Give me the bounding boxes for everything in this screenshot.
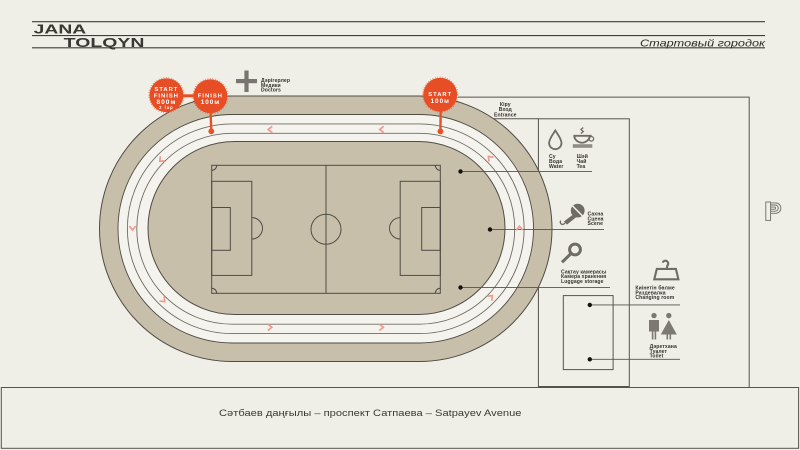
svg-text:Changing room: Changing room	[635, 295, 674, 301]
svg-text:Scene: Scene	[588, 221, 604, 227]
svg-text:Кіру: Кіру	[500, 102, 511, 108]
svg-text:START: START	[154, 87, 178, 93]
svg-text:Сцена: Сцена	[588, 216, 604, 222]
svg-text:Tea: Tea	[577, 164, 586, 170]
svg-text:Toilet: Toilet	[650, 354, 664, 360]
svg-text:800м: 800м	[156, 99, 176, 106]
svg-text:Туалет: Туалет	[650, 349, 668, 355]
svg-text:START: START	[428, 92, 452, 98]
svg-text:Вода: Вода	[549, 159, 562, 165]
svg-text:Дәрігерлер: Дәрігерлер	[261, 78, 290, 84]
svg-text:Water: Water	[549, 164, 563, 170]
svg-text:JANA: JANA	[34, 23, 86, 37]
svg-text:TOLQYN: TOLQYN	[64, 36, 145, 50]
svg-text:FINISH: FINISH	[198, 94, 223, 100]
svg-text:Сақтау камерасы: Сақтау камерасы	[561, 269, 606, 275]
svg-text:Вход: Вход	[499, 107, 513, 113]
svg-text:Luggage storage: Luggage storage	[561, 279, 604, 285]
svg-text:2 lap: 2 lap	[159, 105, 174, 110]
svg-text:Entrance: Entrance	[494, 112, 517, 118]
svg-text:Шәй: Шәй	[577, 153, 588, 160]
svg-text:Стартовый городок: Стартовый городок	[640, 39, 766, 50]
svg-text:100м: 100м	[431, 98, 450, 105]
svg-text:Сахна: Сахна	[588, 212, 604, 218]
svg-text:Дәретхана: Дәретхана	[650, 344, 677, 350]
svg-text:100м: 100м	[201, 99, 220, 106]
svg-text:Чай: Чай	[577, 158, 587, 165]
svg-text:Сәтбаев даңғылы – проспект Сат: Сәтбаев даңғылы – проспект Сатпаева – Sa…	[219, 408, 522, 418]
svg-text:FINISH: FINISH	[154, 94, 179, 100]
svg-text:Камера хранения: Камера хранения	[561, 274, 606, 280]
svg-text:Су: Су	[549, 154, 556, 160]
svg-text:Киінетін бөлме: Киінетін бөлме	[635, 285, 674, 292]
svg-text:Doctors: Doctors	[261, 88, 281, 94]
svg-text:Медики: Медики	[261, 83, 281, 89]
svg-text:Раздевалка: Раздевалка	[635, 290, 665, 296]
